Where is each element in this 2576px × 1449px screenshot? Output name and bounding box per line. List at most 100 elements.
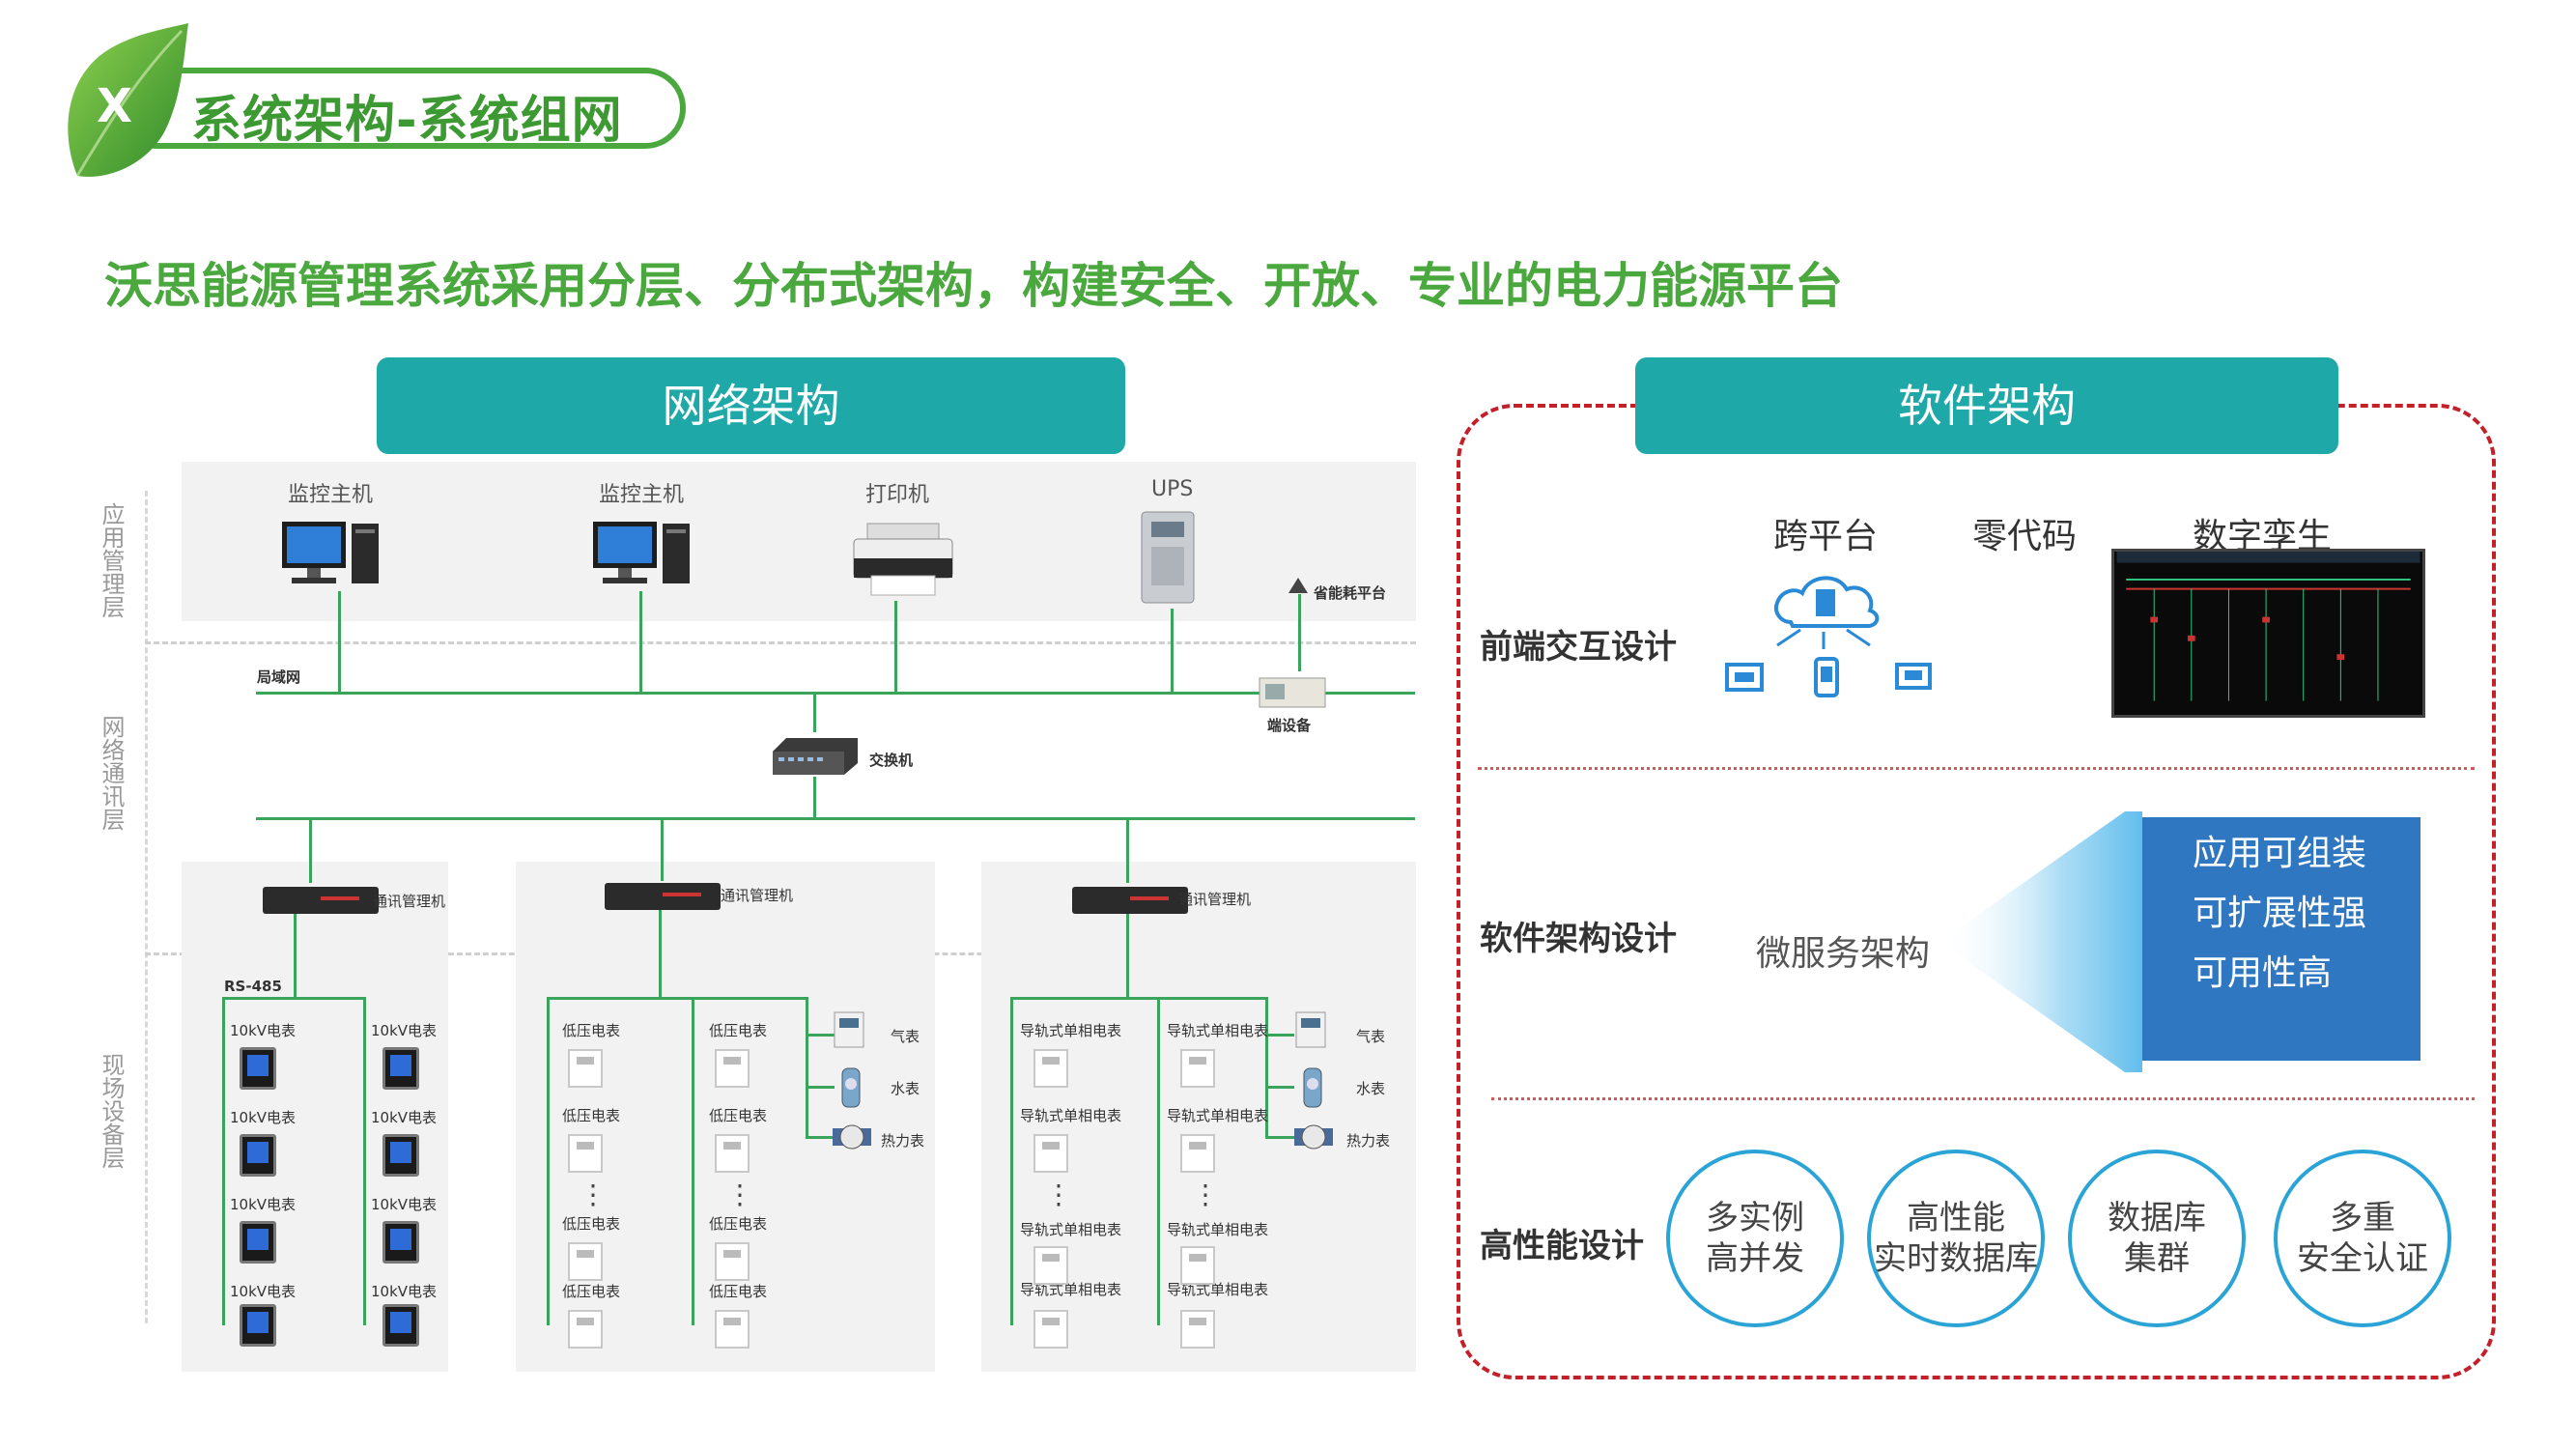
printer-icon	[853, 523, 953, 596]
meter-label: 低压电表	[709, 1022, 768, 1039]
lv-meter-icon	[568, 1242, 603, 1281]
device-label-monitor-1: 监控主机	[288, 483, 374, 507]
link-line	[338, 591, 341, 694]
gas-meter-icon	[1295, 1011, 1326, 1048]
meter-label: 导轨式单相电表	[1167, 1022, 1269, 1039]
link-line	[806, 1086, 835, 1089]
link-line	[547, 997, 807, 1000]
kv-meter-icon	[382, 1134, 419, 1177]
meter-label: 10kV电表	[371, 1283, 438, 1300]
page-title: 系统架构-系统组网	[191, 92, 623, 150]
lv-meter-icon	[715, 1242, 750, 1281]
layer-axis	[145, 491, 148, 1323]
utility-label: 水表	[1356, 1080, 1386, 1097]
layer-label-text: 网络通讯层	[98, 715, 125, 831]
circle-text: 高性能	[1907, 1199, 2005, 1237]
link-line	[813, 777, 816, 819]
kv-meter-icon	[240, 1304, 276, 1347]
link-line	[1298, 594, 1301, 671]
link-line	[806, 997, 808, 1138]
meter-label: 10kV电表	[230, 1196, 297, 1213]
meter-label: 10kV电表	[371, 1109, 438, 1126]
monitor-icon	[282, 522, 379, 583]
feature-circle-db-cluster: 数据库 集群	[2068, 1150, 2246, 1327]
lan-bus	[256, 692, 1415, 695]
water-meter-icon	[1303, 1067, 1322, 1108]
row-divider	[1491, 1097, 2475, 1100]
lv-meter-icon	[715, 1134, 750, 1173]
end-device-label: 端设备	[1267, 717, 1312, 734]
link-line	[659, 910, 662, 999]
link-line	[806, 1136, 835, 1139]
microservice-label: 微服务架构	[1756, 934, 1931, 974]
gas-meter-icon	[834, 1011, 864, 1048]
app-layer-panel	[182, 462, 1416, 621]
layer-label-text: 现场设备层	[98, 1053, 125, 1169]
lv-meter-icon	[715, 1310, 750, 1349]
switch-icon	[773, 738, 858, 775]
meter-label: 导轨式单相电表	[1167, 1221, 1269, 1238]
link-line	[1265, 1034, 1294, 1037]
feature-cross-platform: 跨平台	[1773, 517, 1879, 556]
feature-circle-security: 多重 安全认证	[2274, 1150, 2451, 1327]
feature-circle-concurrency: 多实例 高并发	[1666, 1150, 1844, 1327]
kv-meter-icon	[382, 1047, 419, 1090]
ups-icon	[1141, 511, 1195, 604]
feature-circle-realtime-db: 高性能 实时数据库	[1867, 1150, 2045, 1327]
circle-text: 多实例	[1706, 1199, 1804, 1237]
row-label-performance: 高性能设计	[1480, 1227, 1644, 1265]
row-label-architecture: 软件架构设计	[1480, 920, 1677, 958]
meter-label: 10kV电表	[230, 1022, 297, 1039]
link-line	[222, 997, 365, 1000]
gateway-icon	[263, 887, 379, 914]
din-meter-icon	[1033, 1310, 1068, 1349]
circle-text: 安全认证	[2297, 1239, 2428, 1278]
lan-label: 局域网	[257, 668, 301, 686]
row-divider	[1478, 767, 2475, 770]
din-meter-icon	[1033, 1049, 1068, 1088]
meter-label: 低压电表	[709, 1283, 768, 1300]
din-meter-icon	[1180, 1134, 1215, 1173]
leaf-icon	[68, 23, 188, 177]
utility-label: 气表	[891, 1028, 920, 1045]
din-meter-icon	[1180, 1049, 1215, 1088]
meter-label: 导轨式单相电表	[1020, 1281, 1122, 1298]
lv-meter-icon	[715, 1049, 750, 1088]
utility-label: 气表	[1356, 1028, 1386, 1045]
gateway-label: 通讯管理机	[1178, 891, 1252, 908]
circle-text: 数据库	[2108, 1199, 2206, 1237]
field-panel-3	[981, 862, 1416, 1372]
lv-meter-icon	[568, 1310, 603, 1349]
meter-label: 低压电表	[562, 1283, 621, 1300]
row-label-frontend: 前端交互设计	[1480, 628, 1677, 667]
kv-meter-icon	[240, 1134, 276, 1177]
monitor-icon	[593, 522, 690, 583]
link-line	[1157, 997, 1160, 1325]
link-line	[1010, 997, 1013, 1325]
benefit-scalable: 可扩展性强	[2193, 894, 2367, 933]
benefits-box: 应用可组装 可扩展性强 可用性高	[2142, 817, 2420, 1061]
platform-label: 省能耗平台	[1314, 584, 1387, 602]
end-device-icon	[1259, 677, 1326, 708]
utility-label: 热力表	[1346, 1132, 1391, 1150]
meter-label: 低压电表	[562, 1107, 621, 1124]
meter-label: 导轨式单相电表	[1167, 1281, 1269, 1298]
ellipsis: ⋮	[580, 1179, 607, 1210]
meter-label: 10kV电表	[371, 1196, 438, 1213]
link-line	[1265, 997, 1268, 1138]
layer-label-app: 应用管理层	[97, 502, 126, 622]
layer-divider	[145, 641, 1416, 644]
software-architecture-heading: 软件架构	[1635, 357, 2338, 454]
title-pill	[116, 68, 686, 149]
meter-label: 10kV电表	[371, 1022, 438, 1039]
heat-meter-icon	[833, 1124, 871, 1150]
meter-label: 10kV电表	[230, 1283, 297, 1300]
lv-meter-icon	[568, 1049, 603, 1088]
link-line	[661, 817, 664, 881]
benefit-availability: 可用性高	[2193, 953, 2333, 993]
feature-zero-code: 零代码	[1972, 517, 2078, 556]
meter-label: 导轨式单相电表	[1020, 1221, 1122, 1238]
link-line	[363, 997, 366, 1325]
gateway-icon	[1072, 887, 1188, 914]
din-meter-icon	[1033, 1246, 1068, 1285]
